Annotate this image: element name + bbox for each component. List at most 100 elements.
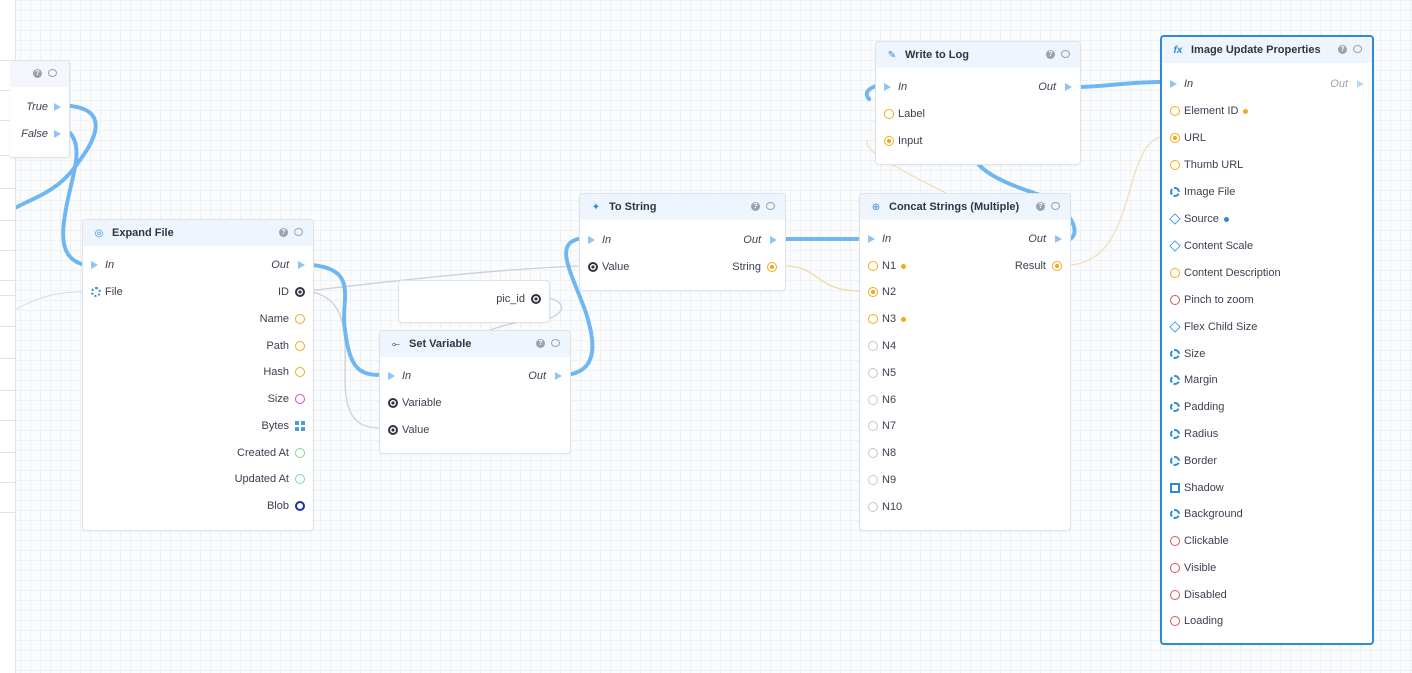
out-label: Out [1330,78,1348,90]
comment-icon[interactable] [48,69,57,77]
string-pin-icon[interactable] [295,341,305,351]
branch-node[interactable]: ? True False [10,60,70,158]
comment-icon[interactable] [1061,50,1070,58]
date-pin-icon[interactable] [295,448,305,458]
comment-icon[interactable] [1051,202,1060,210]
boolean-pin-icon[interactable] [1170,536,1180,546]
sparkle-icon: ✦ [591,201,601,213]
empty-pin-icon[interactable] [868,341,878,351]
boolean-pin-icon[interactable] [1170,563,1180,573]
id-pin-icon[interactable] [588,262,598,272]
output-label: Created At [237,447,289,459]
flow-out-icon[interactable] [54,130,61,138]
write-to-log-node[interactable]: ✎ Write to Log ? In Out Label Input [875,41,1081,165]
flow-out-icon[interactable] [298,261,305,269]
help-icon[interactable]: ? [1046,50,1055,59]
file-pin-icon[interactable] [91,287,101,297]
flow-in-icon[interactable] [91,261,98,269]
flow-wire [1078,80,1167,89]
number-pin-icon[interactable] [295,394,305,404]
string-pin-icon[interactable] [1170,268,1180,278]
boolean-pin-icon[interactable] [1170,295,1180,305]
string-pin-icon[interactable] [868,314,878,324]
struct-pin-icon[interactable] [1170,509,1180,519]
bytes-pin-icon[interactable] [295,421,305,431]
concat-strings-node[interactable]: ⊕ Concat Strings (Multiple) ? In Out N1 … [859,193,1071,531]
empty-pin-icon[interactable] [868,421,878,431]
flow-in-icon[interactable] [884,83,891,91]
flow-in-icon[interactable] [388,372,395,380]
to-string-node[interactable]: ✦ To String ? In Out Value String [579,193,786,291]
string-label: String [732,261,761,273]
comment-icon[interactable] [1353,45,1362,53]
required-dot-icon [1243,108,1249,114]
struct-pin-icon[interactable] [1170,349,1180,359]
struct-pin-icon[interactable] [1170,402,1180,412]
file-pin-icon[interactable] [1170,187,1180,197]
struct-pin-icon[interactable] [1170,375,1180,385]
id-pin-icon[interactable] [295,287,305,297]
help-icon[interactable]: ? [536,339,545,348]
expand-file-node[interactable]: ◎ Expand File ? In Out File ID Name Path… [82,219,314,531]
help-icon[interactable]: ? [751,202,760,211]
flow-out-icon[interactable] [1357,80,1364,88]
data-wire [784,265,861,292]
empty-pin-icon[interactable] [868,502,878,512]
flow-out-icon[interactable] [770,236,777,244]
required-dot-icon [901,263,907,269]
boolean-pin-icon[interactable] [1170,590,1180,600]
string-pin-icon[interactable] [295,314,305,324]
string-pin-icon[interactable] [295,367,305,377]
string-pin-icon[interactable] [868,287,878,297]
help-icon[interactable]: ? [1036,202,1045,211]
branch-true-row: True [10,100,69,114]
struct-pin-icon[interactable] [1170,483,1180,493]
string-pin-icon[interactable] [1170,133,1180,143]
property-label: Visible [1184,562,1217,574]
blob-pin-icon[interactable] [295,501,305,511]
empty-pin-icon[interactable] [868,448,878,458]
comment-icon[interactable] [766,202,775,210]
image-update-properties-node[interactable]: fx Image Update Properties ? In Out Elem… [1160,35,1374,645]
result-label: Result [1014,260,1046,272]
literal-node[interactable]: pic_id [398,280,550,323]
enum-pin-icon[interactable] [1169,240,1181,252]
string-pin-icon[interactable] [1170,106,1180,116]
file-label: File [105,286,123,298]
empty-pin-icon[interactable] [868,395,878,405]
variable-icon: ⟜ [392,338,400,350]
struct-pin-icon[interactable] [1170,456,1180,466]
id-pin-icon[interactable] [388,398,398,408]
string-pin-icon[interactable] [868,261,878,271]
flow-in-icon[interactable] [588,236,595,244]
date-pin-icon[interactable] [295,474,305,484]
enum-pin-icon[interactable] [1169,213,1181,225]
property-label: Disabled [1184,589,1227,601]
flow-out-icon[interactable] [1065,83,1072,91]
string-pin-icon[interactable] [1170,160,1180,170]
set-variable-node[interactable]: ⟜ Set Variable ? In Out Variable Value [379,330,571,454]
empty-pin-icon[interactable] [868,368,878,378]
struct-pin-icon[interactable] [1170,429,1180,439]
in-label: In [1184,78,1194,90]
flow-out-icon[interactable] [1055,235,1062,243]
comment-icon[interactable] [294,228,303,236]
id-pin-icon[interactable] [388,425,398,435]
boolean-pin-icon[interactable] [1170,616,1180,626]
empty-pin-icon[interactable] [868,475,878,485]
enum-pin-icon[interactable] [1169,321,1181,333]
help-icon[interactable]: ? [1338,45,1347,54]
flow-in-icon[interactable] [868,235,875,243]
help-icon[interactable]: ? [33,69,42,78]
flow-out-icon[interactable] [54,103,61,111]
id-pin-icon[interactable] [531,294,541,304]
string-pin-icon[interactable] [884,109,894,119]
label-label: Label [898,108,925,120]
flow-out-icon[interactable] [555,372,562,380]
string-pin-icon[interactable] [767,262,777,272]
flow-in-icon[interactable] [1170,80,1177,88]
comment-icon[interactable] [551,339,560,347]
string-pin-icon[interactable] [884,136,894,146]
string-pin-icon[interactable] [1052,261,1062,271]
help-icon[interactable]: ? [279,228,288,237]
